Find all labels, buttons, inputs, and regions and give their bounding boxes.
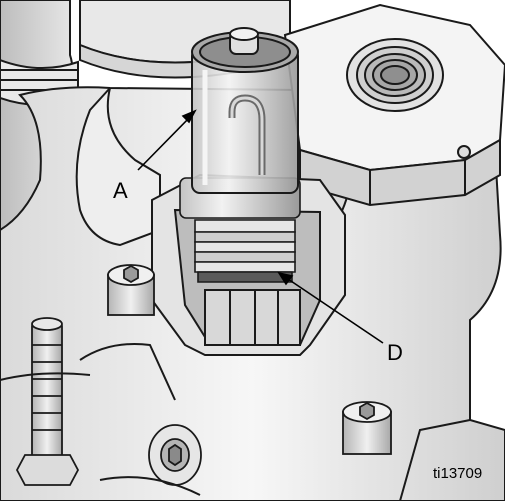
arrowhead-a: [181, 109, 197, 124]
right-hex-block: [283, 3, 505, 207]
callout-leaders: [137, 109, 384, 344]
lower-base-edges: [0, 343, 471, 501]
callout-label-d: D: [387, 340, 403, 365]
arrowhead-d: [277, 271, 294, 286]
transparent-cylinder: [191, 27, 299, 194]
upper-socket-screw: [107, 264, 155, 316]
leader-line-a: [137, 114, 193, 171]
left-bolt: [15, 317, 80, 486]
lower-socket-screw: [342, 401, 392, 455]
callout-label-a: A: [113, 178, 128, 203]
lower-plug: [148, 424, 202, 486]
figure-id: ti13709: [433, 465, 482, 482]
leader-line-d: [281, 274, 384, 344]
